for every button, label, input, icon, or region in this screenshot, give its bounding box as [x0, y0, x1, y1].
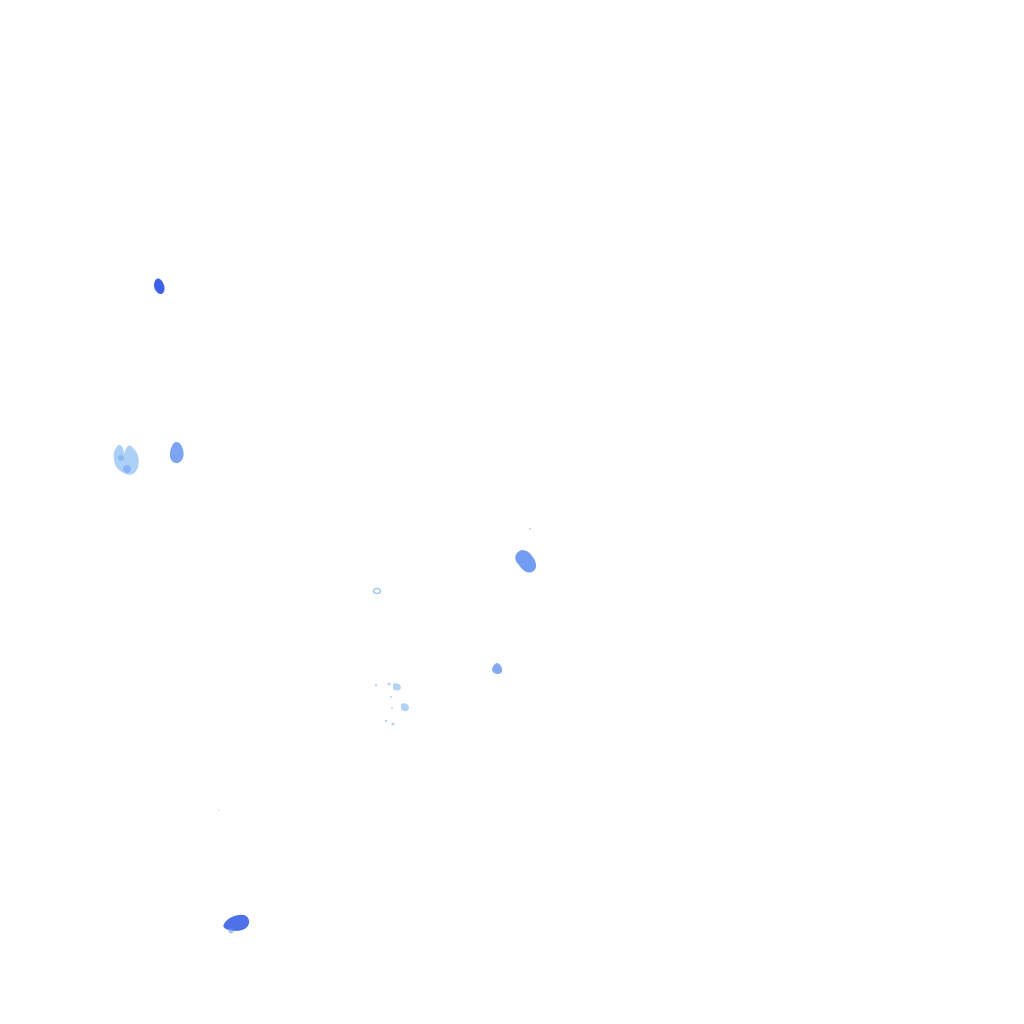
- echo-east-small-cell: [492, 663, 503, 674]
- echo-central-east-cell: [515, 528, 537, 573]
- echo-central-scatter: [218, 682, 409, 811]
- echo-central-ring: [372, 587, 382, 595]
- echo-west-cluster: [113, 444, 139, 475]
- echo-west-small-cell: [169, 441, 184, 464]
- echo-southwest-cell: [223, 914, 250, 934]
- echo-northwest-cell: [154, 278, 165, 295]
